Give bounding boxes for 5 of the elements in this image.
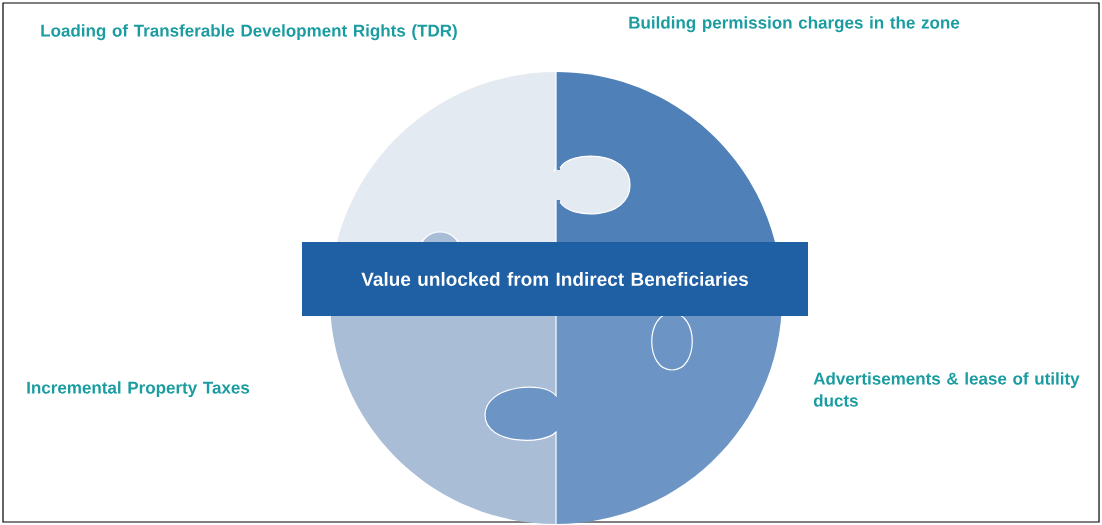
label: Advertisements & lease of utility ducts <box>813 372 1080 407</box>
label: Loading of Transferable Development Rights (TDR) <box>41 24 457 41</box>
label: Incremental Property Taxes <box>27 381 250 398</box>
label: Building permission charges in the zone <box>629 16 960 33</box>
banner: Value unlocked from Indirect Beneficiaries <box>302 242 808 316</box>
